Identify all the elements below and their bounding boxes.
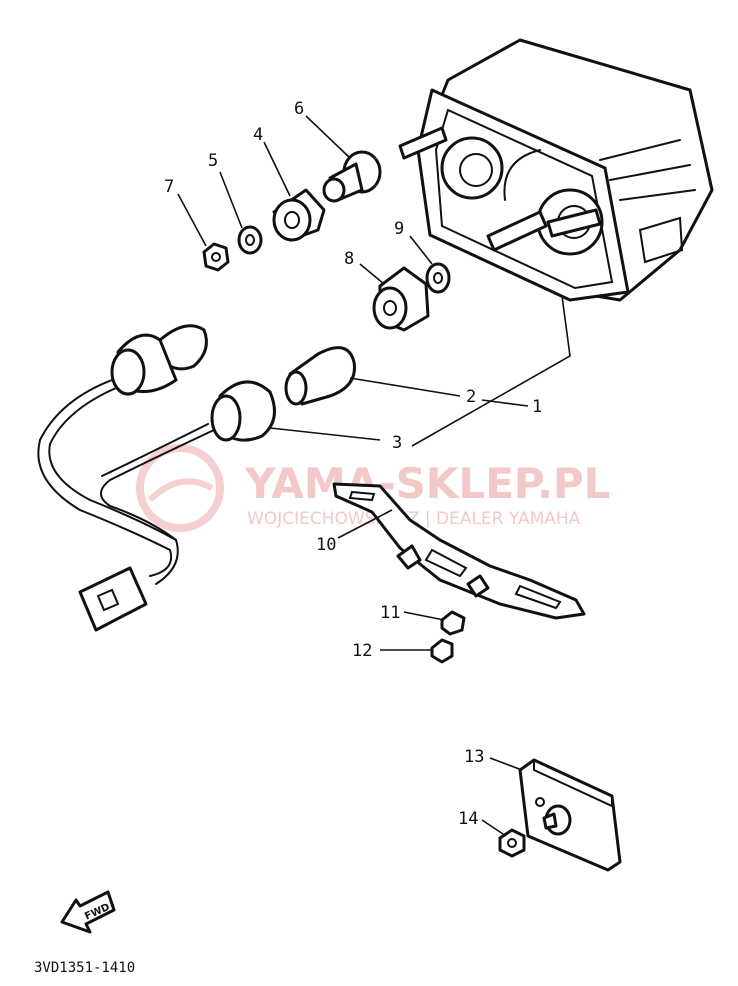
callout-10: 10 [316,535,336,555]
callout-numbers: 1 2 3 4 5 6 7 8 9 10 11 12 13 14 [164,99,542,829]
callout-7: 7 [164,177,174,197]
callout-13: 13 [464,747,484,767]
callout-3: 3 [392,433,402,453]
callout-2: 2 [466,387,476,407]
part-11-nut [440,610,466,636]
part-7-nut [202,242,230,272]
part-2-bulb [284,346,356,406]
part-6-collar [322,150,382,203]
part-5-washer [237,225,263,255]
callout-14: 14 [458,809,478,829]
taillight-housing [398,38,714,302]
callout-8: 8 [344,249,354,269]
watermark-subtitle: WOJCIECHOWSKI SZ | DEALER YAMAHA [247,509,581,529]
forward-arrow-icon: FWD [60,890,116,934]
part-9-washer [425,262,451,294]
part-8-grommet [372,266,430,332]
diagram-code: 3VD1351-1410 [34,960,135,976]
callout-5: 5 [208,151,218,171]
callout-11: 11 [380,603,400,623]
watermark-logo-icon [136,444,224,532]
part-3-socket-harness [37,324,276,632]
callout-6: 6 [294,99,304,119]
part-12-nut [430,638,454,664]
watermark-title: YAMA-SKLEP.PL [244,459,610,508]
callout-4: 4 [253,125,263,145]
part-4-grommet [272,188,326,242]
watermark: YAMA-SKLEP.PL WOJCIECHOWSKI SZ | DEALER … [136,444,610,532]
part-13-reflector [518,758,622,872]
callout-9: 9 [394,219,404,239]
leader-lines [177,115,571,837]
part-10-bracket [332,482,586,620]
callout-12: 12 [352,641,372,661]
callout-1: 1 [532,397,542,417]
part-14-nut [498,828,526,858]
